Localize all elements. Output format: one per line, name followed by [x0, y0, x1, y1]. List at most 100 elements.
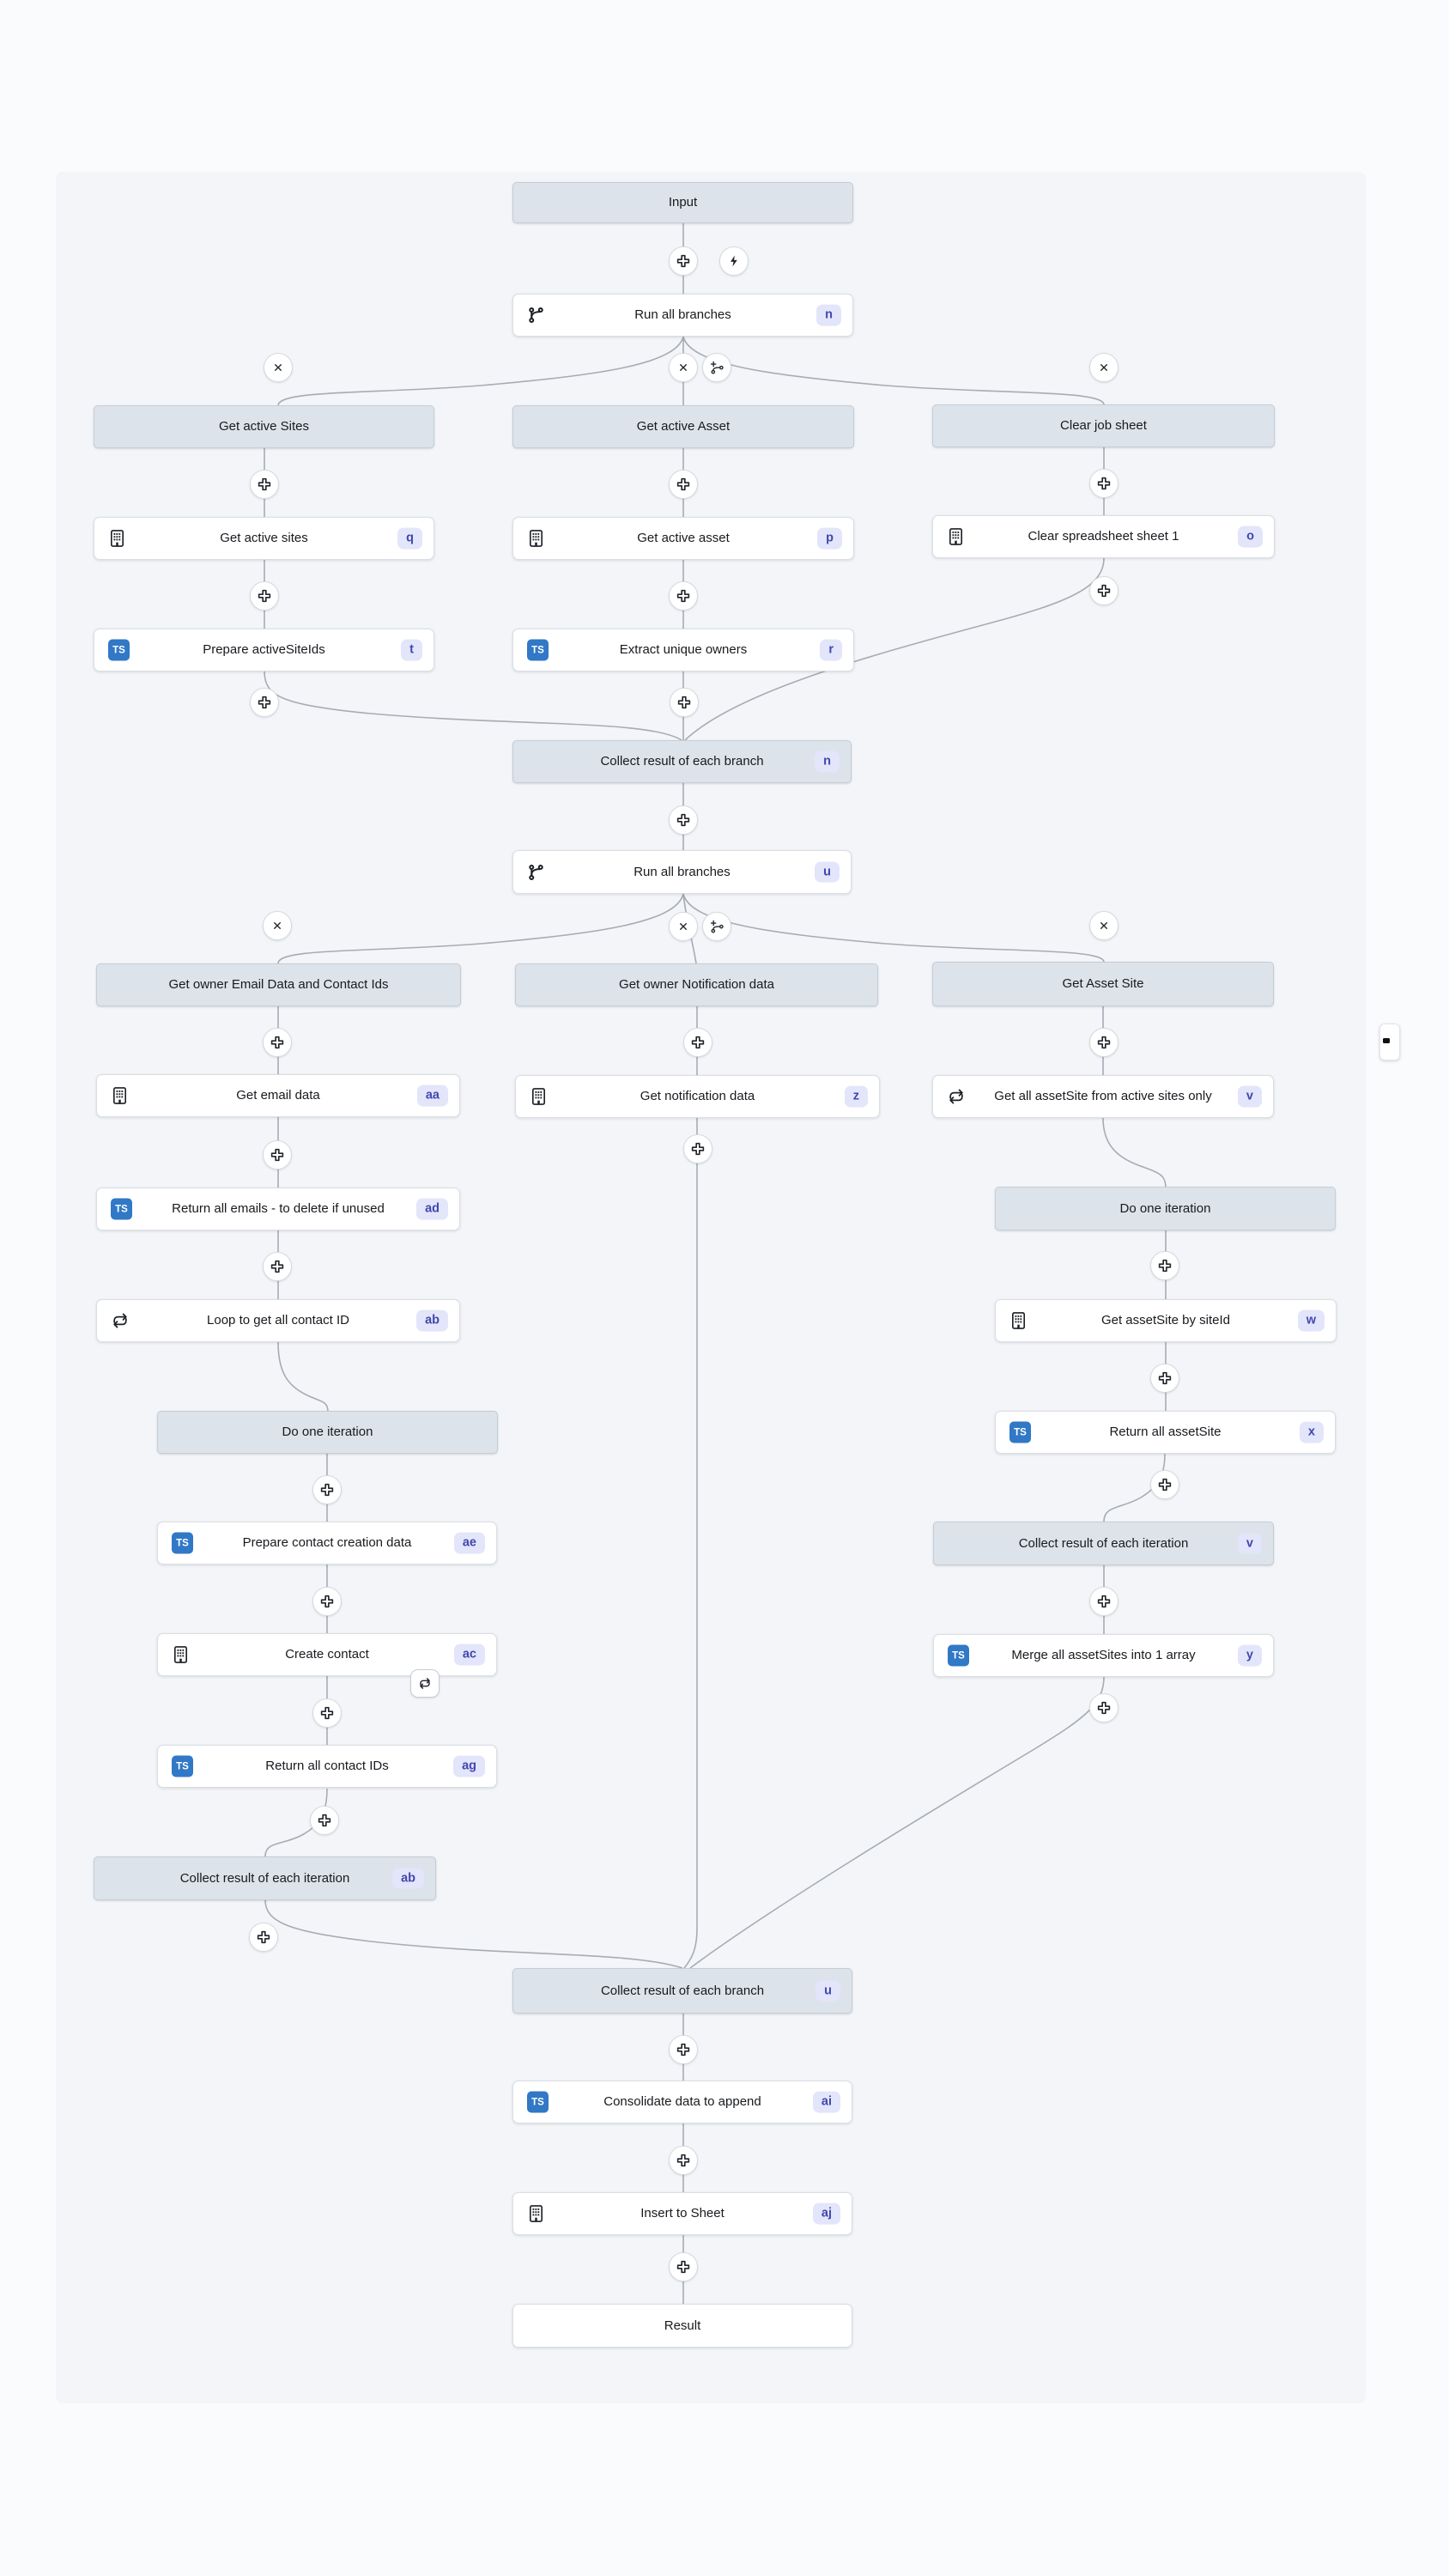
add-step-button[interactable] [312, 1475, 342, 1504]
add-step-button[interactable] [670, 688, 699, 717]
node-label: Collect result of each iteration [179, 1870, 350, 1886]
remove-branch-button[interactable] [1089, 911, 1119, 940]
add-step-button[interactable] [1089, 1587, 1119, 1616]
plus-icon [269, 1258, 286, 1275]
add-step-button[interactable] [1089, 469, 1119, 498]
add-step-button[interactable] [683, 1028, 712, 1057]
plus-icon [1156, 1476, 1173, 1493]
add-step-button[interactable] [683, 1134, 712, 1163]
add-step-button[interactable] [1089, 1693, 1119, 1722]
add-step-button[interactable] [263, 1252, 292, 1281]
add-step-button[interactable] [1150, 1364, 1179, 1393]
remove-branch-button[interactable] [1089, 353, 1119, 382]
add-step-button[interactable] [669, 805, 698, 835]
add-step-button[interactable] [669, 581, 698, 611]
add-step-button[interactable] [669, 2035, 698, 2064]
add-step-button[interactable] [669, 2252, 698, 2281]
add-step-button[interactable] [250, 688, 279, 717]
add-step-button[interactable] [1089, 576, 1119, 605]
add-step-button[interactable] [312, 1587, 342, 1616]
add-branch-button[interactable] [702, 353, 731, 382]
node-badge: p [817, 527, 842, 550]
node-label: Create contact [285, 1647, 369, 1662]
ts-icon: TS [111, 1198, 132, 1220]
node-get-active-asset-group[interactable]: Get active Asset [512, 405, 854, 448]
add-branch-button[interactable] [702, 912, 731, 941]
add-step-button[interactable] [312, 1698, 342, 1728]
node-get-owner-notification-group[interactable]: Get owner Notification data [515, 963, 878, 1006]
plus-icon [1095, 1593, 1113, 1610]
trigger-button[interactable] [719, 246, 749, 276]
plus-icon [1095, 1034, 1113, 1051]
dash-icon [1383, 1038, 1390, 1043]
add-step-button[interactable] [1089, 1028, 1119, 1057]
node-result[interactable]: Result [512, 2304, 852, 2348]
node-badge: z [844, 1085, 868, 1108]
node-label: Get assetSite by siteId [1100, 1313, 1231, 1328]
remove-branch-button[interactable] [669, 912, 698, 941]
add-step-button[interactable] [669, 2146, 698, 2175]
add-step-button[interactable] [1150, 1251, 1179, 1280]
node-label: Collect result of each branch [600, 1983, 765, 1998]
node-clear-job-sheet-group[interactable]: Clear job sheet [932, 404, 1275, 447]
plus-icon [318, 1704, 336, 1722]
node-get-owner-email-group[interactable]: Get owner Email Data and Contact Ids [96, 963, 461, 1006]
node-do-one-iteration-right[interactable]: Do one iteration [995, 1187, 1336, 1230]
node-get-all-assetsite[interactable]: Get all assetSite from active sites only… [932, 1075, 1274, 1118]
ts-icon: TS [948, 1644, 969, 1667]
node-get-asset-site-group[interactable]: Get Asset Site [932, 962, 1274, 1006]
add-step-button[interactable] [263, 1028, 292, 1057]
remove-branch-button[interactable] [263, 911, 292, 940]
node-label: Do one iteration [282, 1425, 373, 1440]
canvas-edge-widget[interactable] [1379, 1024, 1400, 1060]
node-label: Get Asset Site [1062, 976, 1144, 992]
remove-branch-button[interactable] [264, 353, 293, 382]
remove-branch-button[interactable] [669, 353, 698, 382]
add-step-button[interactable] [250, 470, 279, 499]
building-icon [1009, 1311, 1028, 1331]
add-step-button[interactable] [250, 581, 279, 611]
plus-icon [675, 252, 692, 270]
add-step-button[interactable] [249, 1923, 278, 1952]
add-step-button[interactable] [263, 1140, 292, 1170]
node-get-active-sites-group[interactable]: Get active Sites [94, 405, 434, 448]
node-input[interactable]: Input [512, 182, 853, 223]
add-step-button[interactable] [669, 246, 698, 276]
node-label: Return all contact IDs [265, 1759, 389, 1774]
node-label: Run all branches [634, 307, 731, 323]
add-step-button[interactable] [669, 470, 698, 499]
retry-loop-badge[interactable] [410, 1669, 440, 1698]
add-step-button[interactable] [310, 1806, 339, 1835]
plus-icon [675, 2152, 692, 2169]
plus-icon [676, 694, 693, 711]
add-step-button[interactable] [1150, 1470, 1179, 1499]
building-icon [947, 527, 965, 547]
building-icon [111, 1086, 129, 1106]
node-do-one-iteration-left[interactable]: Do one iteration [157, 1411, 498, 1454]
node-badge: y [1237, 1644, 1262, 1667]
close-icon [270, 360, 286, 375]
